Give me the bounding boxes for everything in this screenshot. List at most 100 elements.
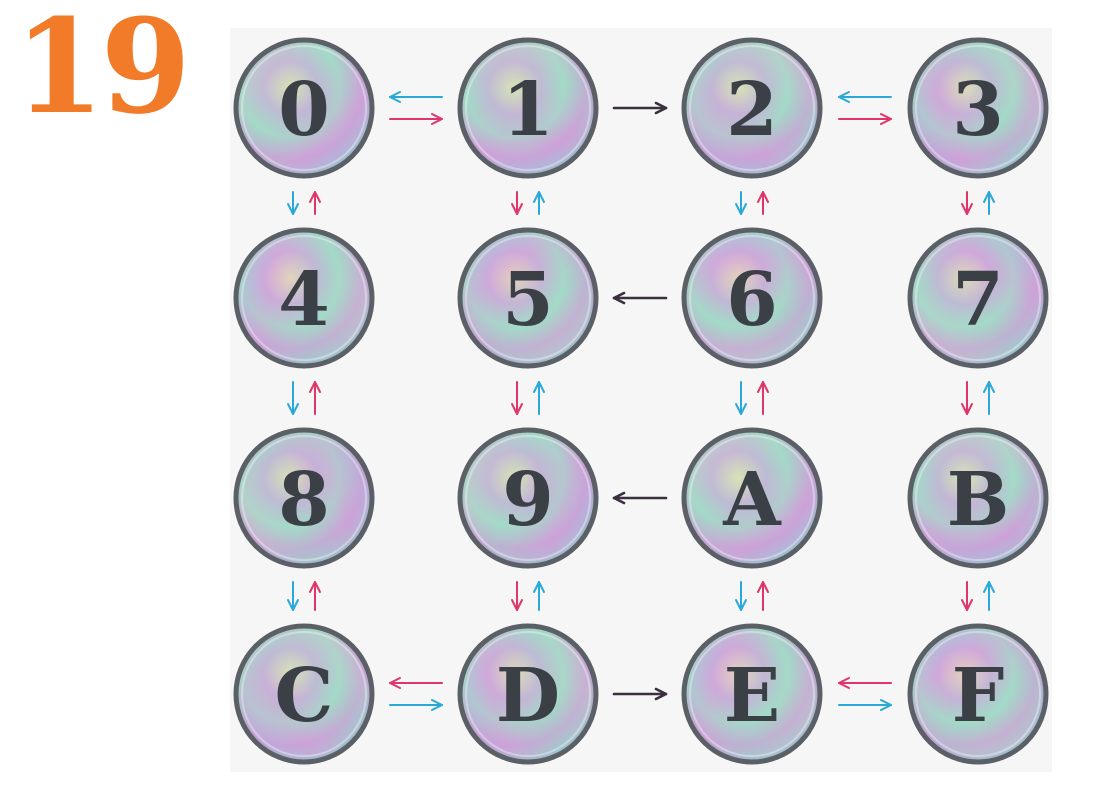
arrow-6-to-A [735, 381, 747, 415]
arrow-head [287, 599, 299, 611]
node-5: 5 [457, 227, 599, 369]
node-3: 3 [907, 37, 1049, 179]
node-8: 8 [233, 427, 375, 569]
arrow-head [880, 113, 892, 125]
node-sheen [914, 234, 1042, 363]
node-inner-ring [241, 631, 367, 757]
arrow-head [389, 677, 401, 689]
arrow-C-to-8 [309, 581, 321, 611]
node-0: 0 [233, 37, 375, 179]
arrow-6-to-5 [612, 291, 668, 305]
node-C: C [233, 623, 375, 765]
arrow-3-to-2 [838, 91, 892, 103]
node-2: 2 [681, 37, 823, 179]
arrow-7-to-3 [983, 191, 995, 215]
node-inner-ring [465, 435, 591, 561]
arrow-0-to-4 [287, 191, 299, 215]
node-inner-ring [689, 45, 815, 171]
arrows-layer [287, 91, 995, 711]
arrow-head [961, 599, 973, 611]
node-label: 9 [502, 457, 554, 543]
node-sheen [688, 434, 816, 562]
arrow-head [880, 699, 892, 711]
arrow-5-to-9 [511, 381, 523, 415]
arrow-A-to-E [735, 581, 747, 611]
node-inner-ring [241, 435, 367, 561]
arrow-D-to-E [612, 687, 668, 701]
node-sheen [464, 44, 592, 172]
node-9: 9 [457, 427, 599, 569]
arrow-head [612, 291, 626, 305]
arrow-head [735, 599, 747, 611]
arrow-A-to-6 [757, 381, 769, 415]
arrow-head [838, 677, 850, 689]
node-7: 7 [907, 227, 1049, 369]
arrow-head [757, 581, 769, 593]
arrow-4-to-0 [309, 191, 321, 215]
node-B: B [907, 427, 1049, 569]
node-inner-ring [465, 45, 591, 171]
arrow-D-to-C [389, 677, 443, 689]
arrow-C-to-D [389, 699, 443, 711]
node-sheen [464, 630, 592, 758]
arrow-head [511, 203, 523, 215]
node-sheen [914, 44, 1042, 172]
node-label: 0 [278, 67, 330, 153]
arrow-head [309, 381, 321, 393]
arrow-head [533, 381, 545, 393]
arrow-head [287, 203, 299, 215]
node-inner-ring [689, 235, 815, 361]
node-sheen [240, 44, 368, 172]
arrow-8-to-4 [309, 381, 321, 415]
node-label: 8 [278, 457, 330, 543]
node-label: 3 [952, 67, 1004, 153]
arrow-6-to-2 [757, 191, 769, 215]
node-sheen [464, 234, 592, 363]
arrow-head [983, 581, 995, 593]
node-label: 1 [502, 67, 554, 153]
arrow-B-to-7 [983, 381, 995, 415]
node-sheen [240, 234, 368, 362]
arrow-8-to-C [287, 581, 299, 611]
arrow-head [533, 191, 545, 203]
node-label: 7 [952, 257, 1004, 343]
arrow-0-to-1 [389, 113, 443, 125]
node-inner-ring [465, 235, 591, 361]
node-label: D [496, 653, 560, 739]
arrow-head [757, 381, 769, 393]
arrow-9-to-5 [533, 381, 545, 415]
node-label: B [947, 457, 1010, 543]
node-A: A [681, 427, 823, 569]
node-label: A [722, 457, 782, 543]
arrow-head [309, 191, 321, 203]
node-sheen [914, 434, 1042, 562]
puzzle-number: 19 [14, 0, 191, 143]
node-label: E [724, 653, 780, 739]
arrow-1-to-2 [612, 101, 668, 115]
arrow-head [511, 403, 523, 415]
arrow-2-to-6 [735, 191, 747, 215]
node-1: 1 [457, 37, 599, 179]
arrow-D-to-9 [533, 581, 545, 611]
node-inner-ring [915, 235, 1041, 361]
node-inner-ring [465, 631, 591, 757]
arrow-5-to-1 [533, 191, 545, 215]
arrow-B-to-F [961, 581, 973, 611]
node-sheen [914, 630, 1042, 758]
node-inner-ring [915, 45, 1041, 171]
arrow-head [389, 91, 401, 103]
node-inner-ring [241, 235, 367, 361]
node-sheen [688, 630, 816, 758]
arrow-head [431, 113, 443, 125]
node-inner-ring [915, 631, 1041, 757]
node-label: 6 [726, 257, 778, 343]
arrow-1-to-5 [511, 191, 523, 215]
arrow-head [309, 581, 321, 593]
node-label: C [275, 653, 334, 739]
arrow-head [735, 203, 747, 215]
arrow-head [654, 101, 668, 115]
arrow-1-to-0 [389, 91, 443, 103]
